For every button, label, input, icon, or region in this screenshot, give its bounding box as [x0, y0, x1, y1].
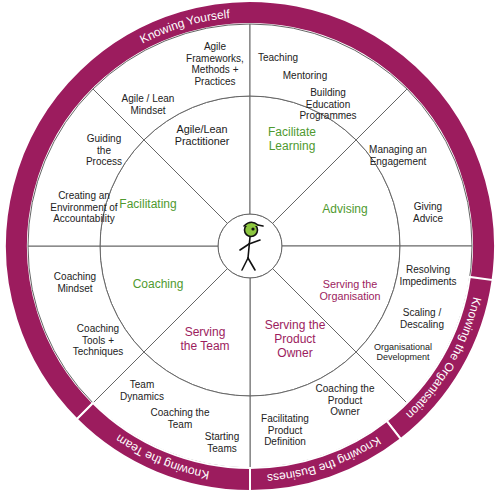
- sector-shape: [387, 277, 493, 439]
- skill-item: Agile / Lean Mindset: [118, 93, 178, 116]
- skill-item: Facilitating Product Definition: [254, 413, 316, 448]
- skill-item: Coaching the Team: [150, 407, 210, 430]
- skill-item: Guiding the Process: [80, 133, 128, 168]
- sector-shape: [28, 246, 144, 403]
- skill-item: Resolving Impediments: [393, 264, 463, 287]
- skill-item: Coaching Tools + Techniques: [68, 323, 128, 358]
- skill-item: Teaching: [253, 52, 303, 64]
- ring-label: Knowing the Team: [113, 431, 210, 482]
- skill-item: Mentoring: [278, 70, 332, 82]
- skill-item: Managing an Engagement: [365, 144, 431, 167]
- role-name: Serving the Organisation: [310, 278, 390, 303]
- role-name: Advising: [315, 203, 375, 217]
- role-name: Facilitating: [113, 198, 183, 212]
- ring-label-path: Knowing the Organisation: [403, 296, 484, 422]
- skill-item: Agile Frameworks, Methods + Practices: [184, 41, 246, 87]
- role-name: Facilitate Learning: [262, 126, 322, 154]
- skill-item: Coaching Mindset: [47, 271, 103, 294]
- ring-label: Knowing the Organisation: [403, 296, 484, 422]
- sector-shape: [77, 403, 250, 491]
- skill-item: Creating an Environment of Accountabilit…: [46, 190, 122, 225]
- skill-item: Building Education Programmes: [288, 87, 368, 122]
- text-guide: [21, 17, 479, 408]
- sector-shape: [250, 421, 401, 491]
- ring-label-path: Knowing the Business: [267, 434, 384, 486]
- skill-item: Team Dynamics: [117, 379, 167, 402]
- role-name: Coaching: [123, 278, 193, 292]
- skill-item: Scaling / Descaling: [394, 307, 450, 330]
- sector-shape: [356, 89, 472, 246]
- sector-shape: [5, 1, 495, 419]
- ring-label-path: Knowing the Team: [113, 431, 210, 482]
- role-name: Agile/Lean Practitioner: [164, 123, 240, 148]
- ring-label: Knowing the Business: [267, 434, 384, 486]
- role-name: Serving the Product Owner: [260, 319, 330, 360]
- stick-figure: [240, 222, 263, 270]
- skill-item: Giving Advice: [403, 201, 453, 224]
- skill-item: Coaching the Product Owner: [315, 383, 375, 418]
- role-name: Serving the Team: [177, 326, 233, 354]
- skill-item: Starting Teams: [197, 431, 247, 454]
- skill-item: Organisational Development: [363, 342, 443, 363]
- sector-shape: [28, 89, 144, 246]
